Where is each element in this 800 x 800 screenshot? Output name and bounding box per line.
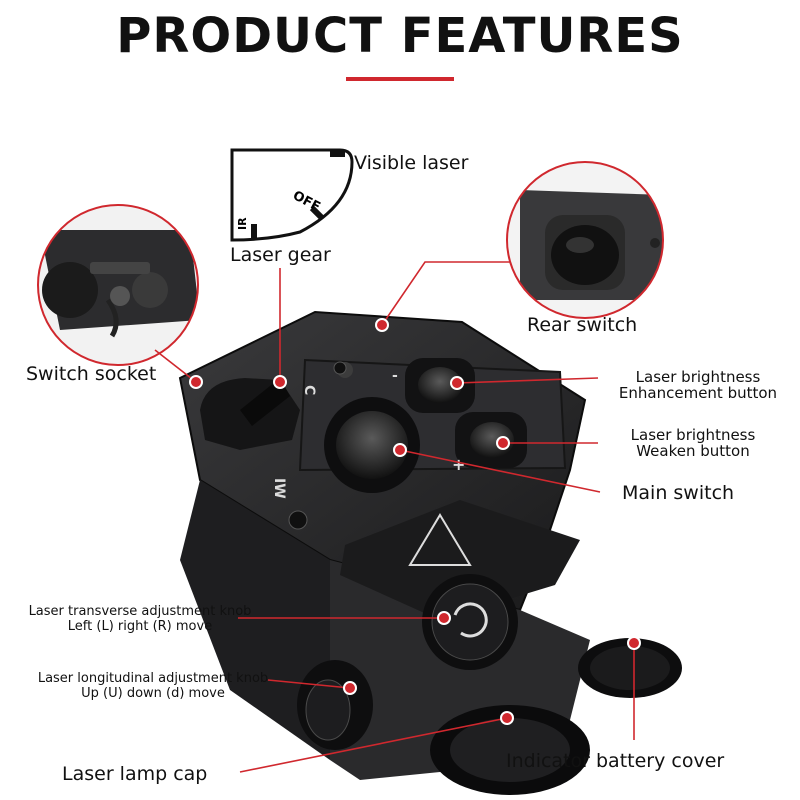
switch-socket-label: Switch socket [26,363,157,385]
svg-text:IW: IW [271,478,287,499]
transverse-knob-label: Laser transverse adjustment knob Left (L… [4,604,276,634]
rear-switch-inset [506,161,664,319]
visible-laser-label: Visible laser [354,152,469,174]
weaken-label-line1: Laser brightness [630,426,756,444]
page-title: PRODUCT FEATURES [116,8,684,64]
gear-mark-ir: IR [236,217,249,230]
laser-gear-inset: OFF IR [230,148,354,242]
title-underline [346,77,454,81]
callout-leaders [154,261,635,773]
longitudinal-label-line1: Laser longitudinal adjustment knob [37,671,269,686]
svg-text:+: + [452,455,465,474]
transverse-label-line1: Laser transverse adjustment knob [28,604,252,619]
switch-socket-inset [37,204,199,366]
rear-switch-label: Rear switch [527,314,638,336]
enhancement-label-line2: Enhancement button [618,384,778,402]
enhancement-button-label: Laser brightness Enhancement button [600,369,796,401]
callout-dots [189,318,641,725]
main-switch-label: Main switch [622,482,735,504]
longitudinal-knob-label: Laser longitudinal adjustment knob Up (U… [8,671,298,701]
laser-gear-label: Laser gear [230,244,331,266]
enhancement-label-line1: Laser brightness [635,368,761,386]
transverse-label-line2: Left (L) right (R) move [67,619,213,634]
longitudinal-label-line2: Up (U) down (d) move [81,686,225,701]
weaken-label-line2: Weaken button [636,442,750,460]
lamp-cap-label: Laser lamp cap [62,763,208,785]
battery-cover-label: Indicator battery cover [506,750,725,772]
weaken-button-label: Laser brightness Weaken button [618,427,768,459]
svg-text:-: - [392,368,398,384]
svg-text:C: C [301,385,317,395]
